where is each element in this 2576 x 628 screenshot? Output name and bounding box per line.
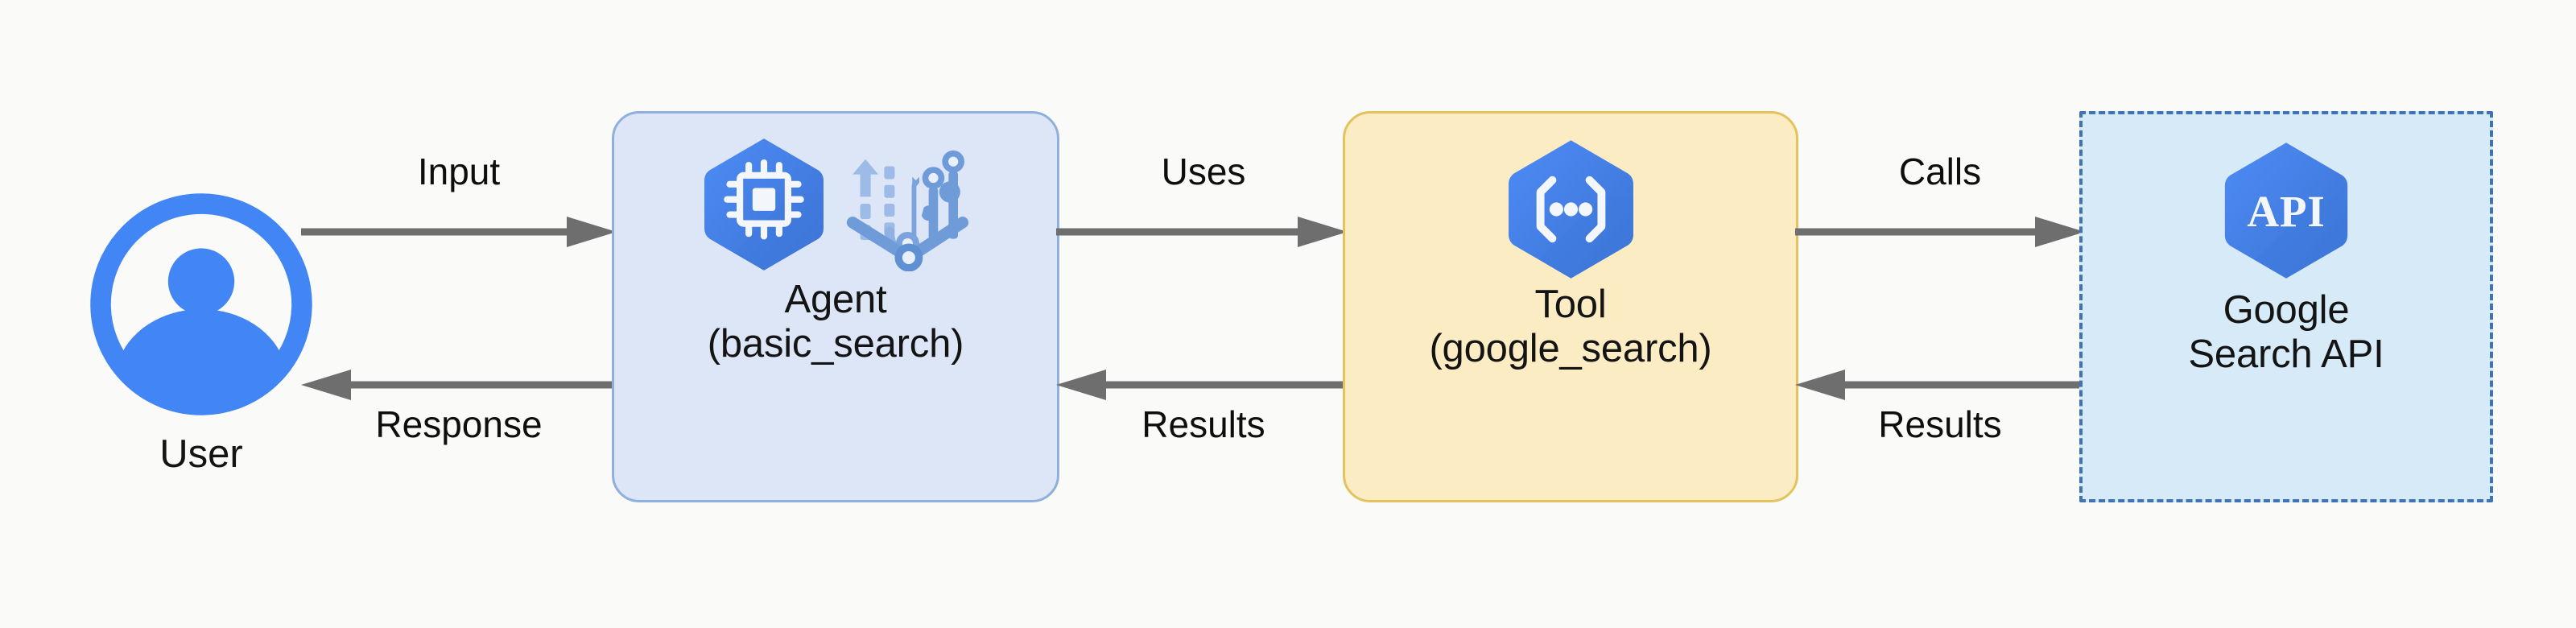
node-tool-label-line1: Tool <box>1534 283 1607 326</box>
agent-icon-row <box>700 136 971 273</box>
edge-label-uses: Uses <box>1161 151 1246 192</box>
edge-label-results-tool-agent: Results <box>1141 403 1265 445</box>
code-brackets-hexagon-icon <box>1508 140 1633 279</box>
node-agent[interactable]: Agent (basic_search) <box>612 111 1059 502</box>
svg-text:API: API <box>2247 186 2325 235</box>
node-google-search-api[interactable]: API Google Search API <box>2079 111 2493 502</box>
api-icon-row: API <box>2221 142 2351 279</box>
edge-arrow-uses <box>1056 217 1348 247</box>
edge-arrow-results-tool-agent <box>1056 370 1348 400</box>
edge-label-calls: Calls <box>1898 151 1982 192</box>
node-user-label: User <box>159 432 243 476</box>
node-user[interactable]: User <box>87 190 316 477</box>
cpu-hexagon-icon <box>704 138 824 271</box>
edge-label-input: Input <box>417 151 501 192</box>
tool-icon-row <box>1505 140 1637 279</box>
node-agent-label-line2: (basic_search) <box>707 321 964 366</box>
user-avatar-icon <box>90 193 312 415</box>
edge-arrow-input <box>301 217 617 247</box>
workflow-orchestration-icon <box>846 150 969 271</box>
edge-label-results-api-tool: Results <box>1878 403 2002 445</box>
node-api-label-line2: Search API <box>2188 332 2384 376</box>
edge-arrow-calls <box>1795 217 2085 247</box>
api-hexagon-icon: API <box>2224 142 2348 279</box>
node-tool-label-line2: (google_search) <box>1429 326 1712 370</box>
edge-arrow-results-api-tool <box>1795 370 2085 400</box>
node-tool[interactable]: Tool (google_search) <box>1343 111 1798 502</box>
node-api-label-line1: Google <box>2223 288 2350 332</box>
node-agent-label-line1: Agent <box>784 278 887 321</box>
edge-label-response: Response <box>375 403 543 445</box>
edge-arrow-response <box>301 370 617 400</box>
